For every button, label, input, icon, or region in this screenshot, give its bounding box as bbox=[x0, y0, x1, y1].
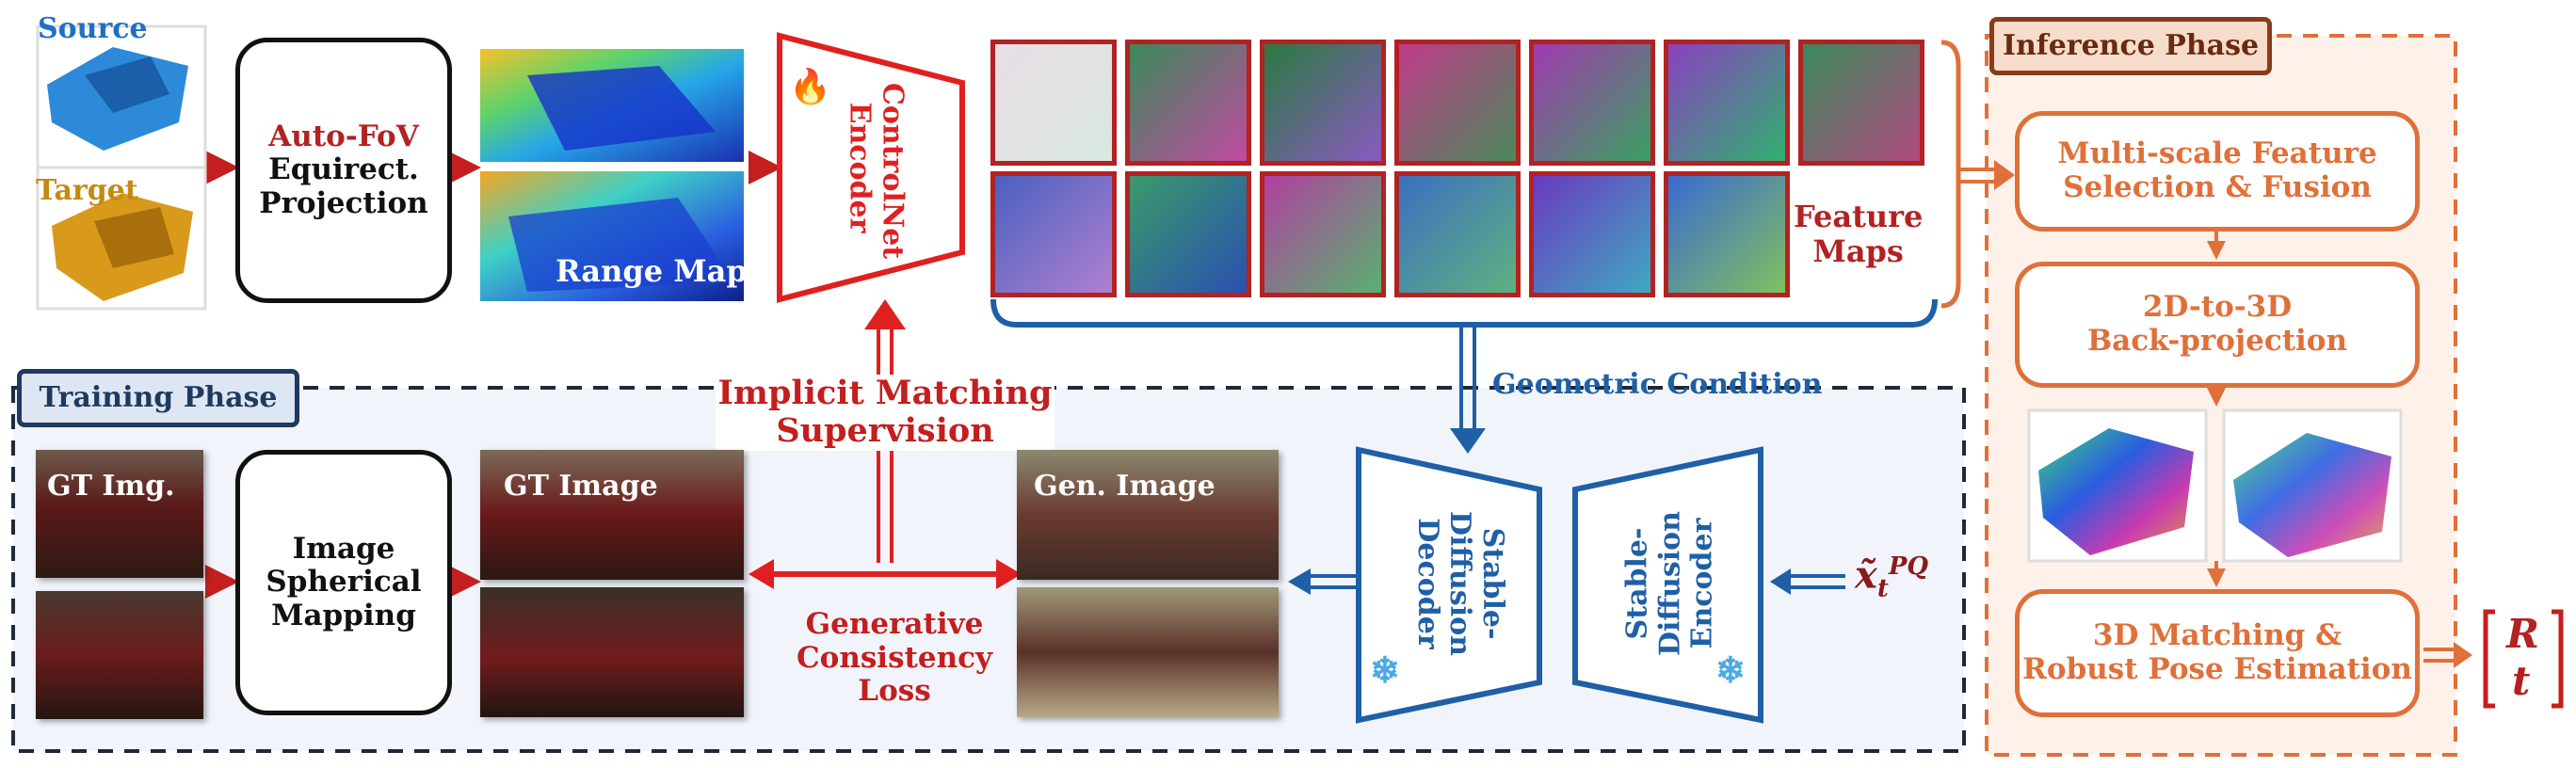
gt-img-label: GT Img. bbox=[47, 470, 175, 503]
feature-map-thumb bbox=[1125, 40, 1251, 166]
snowflake-icon: ❄ bbox=[1370, 648, 1400, 691]
step3-line2: Robust Pose Estimation bbox=[2022, 652, 2412, 686]
gt-img-thumb-1 bbox=[36, 450, 203, 578]
projection-line3: Projection bbox=[259, 185, 428, 220]
latent-base: x̃ bbox=[1855, 552, 1877, 598]
feature-map-thumb bbox=[1125, 171, 1251, 297]
projection-line1: Auto-FoV bbox=[268, 119, 419, 153]
gt-image-2 bbox=[480, 587, 744, 717]
feature-map-thumb bbox=[1664, 40, 1790, 166]
spherical-mapping-box: Image Spherical Mapping bbox=[235, 450, 452, 715]
implicit-line1: Implicit Matching bbox=[717, 374, 1053, 412]
inference-step-backprojection: 2D-to-3D Back-projection bbox=[2015, 262, 2420, 388]
inference-phase-title: Inference Phase bbox=[1989, 17, 2272, 75]
source-label: Source bbox=[38, 12, 148, 45]
implicit-matching-label: Implicit Matching Supervision bbox=[716, 374, 1055, 451]
latent-variable: x̃tPQ bbox=[1855, 552, 1929, 603]
encoder-line2: Encoder bbox=[844, 102, 877, 233]
feature-map-thumb bbox=[1529, 171, 1655, 297]
step2-line1: 2D-to-3D bbox=[2142, 290, 2293, 325]
sd-encoder-line2: Diffusion bbox=[1652, 511, 1686, 656]
training-phase-title: Training Phase bbox=[17, 369, 299, 427]
feature-map-thumb bbox=[1664, 171, 1790, 297]
sd-decoder-line3: Decoder bbox=[1410, 518, 1444, 649]
fire-icon: 🔥 bbox=[789, 67, 831, 106]
output-rotation: R bbox=[2506, 611, 2539, 657]
feature-map-thumb bbox=[1394, 171, 1521, 297]
gt-image-1 bbox=[480, 450, 744, 580]
step1-line2: Selection & Fusion bbox=[2063, 170, 2372, 204]
spherical-line3: Mapping bbox=[271, 598, 416, 632]
step3-line1: 3D Matching & bbox=[2092, 618, 2343, 653]
target-label: Target bbox=[36, 174, 138, 207]
step1-line1: Multi-scale Feature bbox=[2057, 136, 2377, 171]
gen-image-1 bbox=[1017, 450, 1279, 580]
geometric-condition-label: Geometric Condition bbox=[1492, 368, 1823, 401]
inference-step-multiscale: Multi-scale Feature Selection & Fusion bbox=[2015, 111, 2420, 232]
loss-line1: Generative bbox=[805, 607, 984, 641]
sd-decoder-line2: Diffusion bbox=[1443, 511, 1477, 656]
implicit-line2: Supervision bbox=[776, 411, 994, 451]
gen-image-2 bbox=[1017, 587, 1279, 717]
sd-decoder-line1: Stable- bbox=[1475, 527, 1509, 640]
gen-image-label: Gen. Image bbox=[1034, 470, 1216, 503]
controlnet-encoder-label: ControlNet Encoder bbox=[844, 83, 910, 260]
spherical-line2: Spherical bbox=[266, 565, 422, 600]
snowflake-icon: ❄ bbox=[1715, 648, 1746, 691]
sd-decoder-label: Stable- Diffusion Decoder bbox=[1410, 489, 1509, 678]
projection-line2: Equirect. bbox=[268, 152, 419, 187]
feature-map-thumb bbox=[1260, 40, 1386, 166]
latent-sup: PQ bbox=[1888, 552, 1929, 581]
feature-maps-line2: Maps bbox=[1812, 232, 1904, 269]
feature-map-thumb bbox=[1529, 40, 1655, 166]
latent-sub: t bbox=[1876, 574, 1889, 603]
gt-img-thumb-2 bbox=[36, 591, 203, 719]
feature-map-thumb bbox=[1798, 40, 1924, 166]
sd-encoder-line3: Encoder bbox=[1685, 518, 1719, 649]
feature-maps-line1: Feature bbox=[1794, 199, 1924, 234]
inference-phase-title-text: Inference Phase bbox=[2002, 28, 2260, 62]
feature-map-thumb bbox=[990, 40, 1117, 166]
output-translation: t bbox=[2512, 658, 2531, 704]
consistency-loss-label: Generative Consistency Loss bbox=[781, 607, 1007, 709]
encoder-line1: ControlNet bbox=[876, 83, 910, 260]
feature-map-thumb bbox=[990, 171, 1117, 297]
loss-line2: Consistency bbox=[796, 640, 993, 675]
training-phase-title-text: Training Phase bbox=[39, 380, 278, 414]
gt-image-label: GT Image bbox=[504, 470, 658, 503]
loss-line3: Loss bbox=[858, 674, 931, 709]
sd-encoder-line1: Stable- bbox=[1620, 527, 1654, 640]
feature-map-thumb bbox=[1260, 171, 1386, 297]
feature-maps-label: Feature Maps bbox=[1794, 200, 1923, 269]
feature-map-thumb bbox=[1394, 40, 1521, 166]
projection-box: Auto-FoV Equirect. Projection bbox=[235, 38, 452, 303]
range-map-label: Range Map bbox=[555, 253, 748, 289]
inference-step-matching: 3D Matching & Robust Pose Estimation bbox=[2015, 589, 2420, 717]
sd-encoder-label: Stable- Diffusion Encoder bbox=[1620, 489, 1719, 678]
step2-line2: Back-projection bbox=[2086, 324, 2348, 358]
spherical-line1: Image bbox=[292, 531, 395, 566]
